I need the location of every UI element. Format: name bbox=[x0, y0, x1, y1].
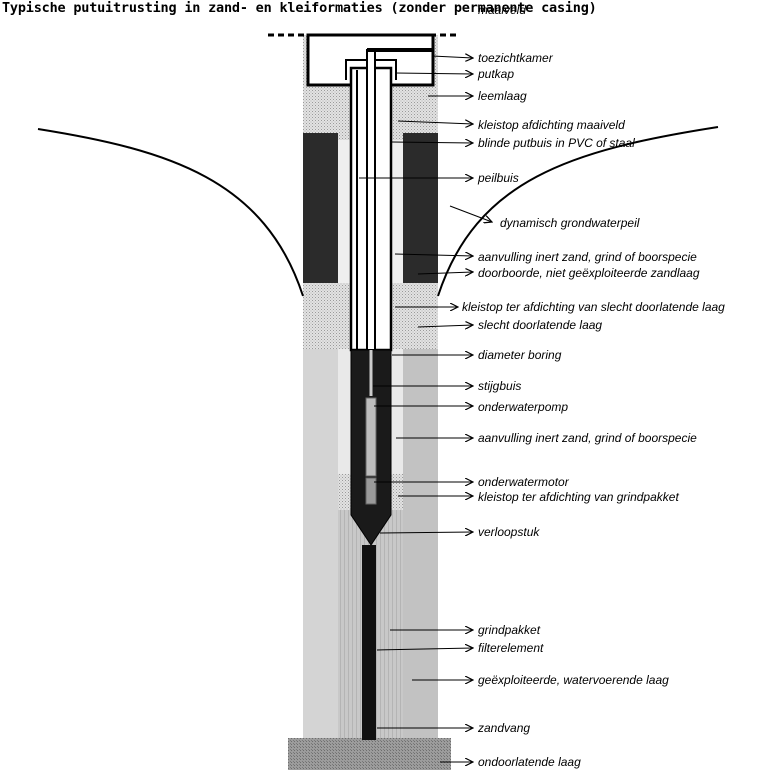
label-slecht-doorlatende: slecht doorlatende laag bbox=[478, 318, 602, 332]
dynamisch-grondwaterpeil-curve bbox=[37, 126, 719, 297]
onderwatermotor-shape bbox=[365, 477, 377, 505]
label-stijgbuis: stijgbuis bbox=[478, 379, 521, 393]
onderwaterpomp-shape bbox=[365, 397, 377, 477]
aquifer-right-strip bbox=[403, 349, 438, 739]
filterelement-pipe bbox=[362, 545, 376, 740]
label-onderwatermotor: onderwatermotor bbox=[478, 475, 570, 489]
label-grindpakket: grindpakket bbox=[478, 623, 541, 637]
arrow-verloopstuk bbox=[379, 532, 473, 533]
arrow-dyn-grondwaterpeil bbox=[449, 205, 492, 222]
label-ondoorlatende-laag: ondoorlatende laag bbox=[478, 755, 581, 769]
arrow-putkap bbox=[394, 73, 473, 74]
label-geexploiteerde-laag: geëxploiteerde, watervoerende laag bbox=[478, 673, 669, 687]
label-doorboorde-zandlaag: doorboorde, niet geëxploiteerde zandlaag bbox=[478, 266, 700, 280]
stijgbuis-pipe bbox=[366, 49, 376, 351]
arrow-aanvulling-1 bbox=[394, 254, 473, 256]
well-casing bbox=[349, 48, 432, 740]
label-onderwaterpomp: onderwaterpomp bbox=[478, 400, 568, 414]
arrow-slecht-doorlatende bbox=[417, 325, 473, 327]
label-toezichtkamer: toezichtkamer bbox=[478, 51, 554, 65]
diagram-title: Typische putuitrusting in zand- en kleif… bbox=[2, 0, 597, 16]
label-kleistop-slecht: kleistop ter afdichting van slecht doorl… bbox=[462, 300, 725, 314]
label-putkap: putkap bbox=[477, 67, 514, 81]
arrow-blinde-putbuis bbox=[391, 142, 473, 143]
label-verloopstuk: verloopstuk bbox=[478, 525, 540, 539]
label-aanvulling-1: aanvulling inert zand, grind of boorspec… bbox=[478, 250, 697, 264]
arrow-filterelement bbox=[376, 648, 473, 650]
label-filterelement: filterelement bbox=[478, 641, 544, 655]
label-aanvulling-2: aanvulling inert zand, grind of boorspec… bbox=[478, 431, 697, 445]
label-blinde-putbuis: blinde putbuis in PVC of staal bbox=[478, 136, 635, 150]
label-dyn-grondwaterpeil: dynamisch grondwaterpeil bbox=[500, 216, 640, 230]
label-leemlaag: leemlaag bbox=[478, 89, 527, 103]
ondoorlatende-layer bbox=[288, 738, 451, 770]
label-kleistop-grind: kleistop ter afdichting van grindpakket bbox=[478, 490, 679, 504]
label-maaiveld: maaiveld bbox=[478, 3, 526, 17]
label-zandvang: zandvang bbox=[477, 721, 530, 735]
labels: maaiveld toezichtkamer putkap leemlaag k… bbox=[359, 3, 725, 769]
arrow-toezichtkamer bbox=[431, 56, 473, 58]
arrow-doorboorde-zandlaag bbox=[417, 272, 473, 274]
label-kleistop-maaiveld: kleistop afdichting maaiveld bbox=[478, 118, 625, 132]
label-diameter-boring: diameter boring bbox=[478, 348, 562, 362]
arrow-kleistop-maaiveld bbox=[397, 121, 473, 124]
label-peilbuis: peilbuis bbox=[477, 171, 519, 185]
